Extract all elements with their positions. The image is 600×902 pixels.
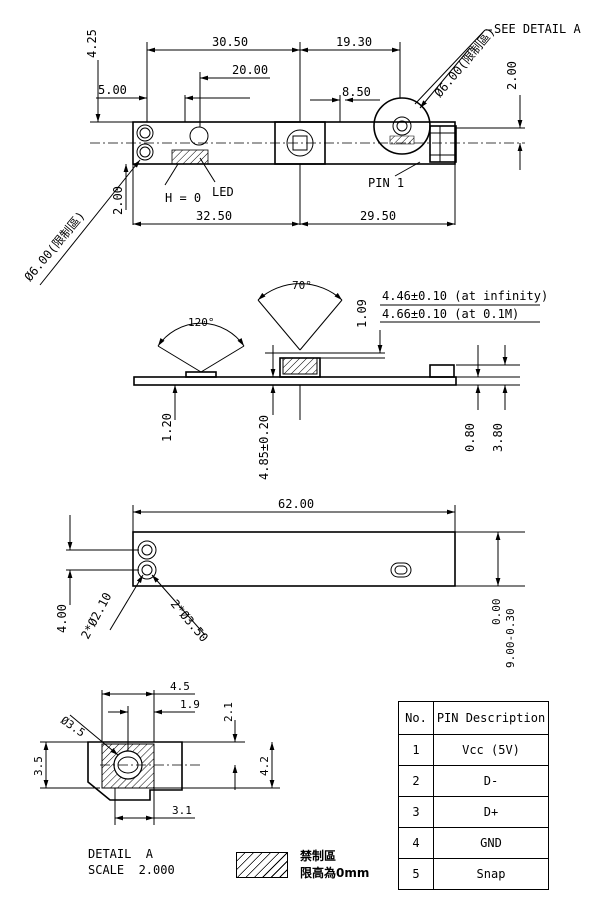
detail-a-scale: SCALE 2.000 (88, 863, 175, 877)
dim-3-5: 3.5 (32, 756, 45, 776)
dim-8-50: 8.50 (342, 85, 371, 99)
table-row: 4 GND (398, 827, 549, 859)
table-row: 2 D- (398, 765, 549, 797)
bottom-hole-upper (137, 540, 157, 560)
top-view: 30.50 19.30 20.00 5.00 8.50 4.25 2.00 2.… (22, 22, 581, 286)
see-detail-label: SEE DETAIL A (494, 22, 581, 36)
table-row: 5 Snap (398, 858, 549, 890)
angle-120: 120° (188, 316, 215, 329)
h0-label: H = 0 (165, 191, 201, 205)
hole-large-label: 2*Ø3.50 (168, 597, 211, 645)
dim-4-85: 4.85±0.20 (257, 415, 271, 480)
dim-62-00: 62.00 (278, 497, 314, 511)
dim-2-00-right: 2.00 (505, 61, 519, 90)
pin-desc: D+ (433, 796, 549, 828)
dim-0-80: 0.80 (463, 423, 477, 452)
legend-line-1: 禁制區 (300, 849, 337, 863)
connector (429, 125, 457, 163)
pin-no: 1 (398, 734, 434, 766)
pin-no: 4 (398, 827, 434, 859)
detail-a-caption: DETAIL A SCALE 2.000 (88, 846, 175, 878)
bottom-slot (390, 562, 412, 578)
legend-line-2: 限高為0mm (300, 866, 370, 880)
dim-4-00: 4.00 (55, 604, 69, 633)
pin-no: 2 (398, 765, 434, 797)
pin1-label: PIN 1 (368, 176, 404, 190)
dim-32-50: 32.50 (196, 209, 232, 223)
side-view: 70° 120° 1.09 4.46±0.10 (at infinity) 4.… (133, 279, 548, 480)
pin-desc: D- (433, 765, 549, 797)
detail-a-view: 4.5 1.9 Ø3.5 2.1 3.5 4.2 3.1 (32, 680, 280, 825)
pin-desc: GND (433, 827, 549, 859)
legend-text: 禁制區 限高為0mm (300, 848, 369, 882)
dim-3-1: 3.1 (172, 804, 192, 817)
focus-infinity: 4.46±0.10 (at infinity) (382, 289, 548, 303)
dim-0-00: 0.00 (490, 599, 503, 626)
dim-5-00: 5.00 (98, 83, 127, 97)
bottom-board (132, 531, 456, 587)
header-description: PIN Description (433, 701, 549, 735)
table-row: 1 Vcc (5V) (398, 734, 549, 766)
top-hole-upper (136, 124, 154, 142)
dim-1-9: 1.9 (180, 698, 200, 711)
dim-3-80: 3.80 (491, 423, 505, 452)
pin-table: No. PIN Description 1 Vcc (5V) 2 D- 3 D+… (398, 701, 549, 890)
hole-small-label: 2*Ø2.10 (78, 590, 114, 641)
focus-0-1m: 4.66±0.10 (at 0.1M) (382, 307, 519, 321)
dim-4-25: 4.25 (85, 29, 99, 58)
pin-desc: Snap (433, 858, 549, 890)
led-circle (189, 126, 209, 146)
pin-table-header: No. PIN Description (398, 701, 549, 735)
table-row: 3 D+ (398, 796, 549, 828)
dim-1-20: 1.20 (160, 413, 174, 442)
phi-left-label: Ø6.00(限制區) (22, 209, 88, 284)
bottom-view: 62.00 4.00 2*Ø2.10 2*Ø3.50 0.00 9.00-0.3… (55, 497, 525, 668)
dim-phi-3-5: Ø3.5 (58, 714, 87, 740)
camera-module (274, 121, 326, 165)
top-hole-lower (136, 143, 154, 161)
angle-70: 70° (292, 279, 312, 292)
side-board (133, 376, 457, 386)
dim-4-2: 4.2 (258, 756, 271, 776)
side-lens (282, 357, 318, 375)
pin-no: 5 (398, 858, 434, 890)
dim-2-00-left: 2.00 (111, 186, 125, 215)
dim-20-00: 20.00 (232, 63, 268, 77)
led-label: LED (212, 185, 234, 199)
dim-1-09: 1.09 (355, 299, 369, 328)
detail-a-title: DETAIL A (88, 847, 154, 861)
pin-no: 3 (398, 796, 434, 828)
pin-desc: Vcc (5V) (433, 734, 549, 766)
dim-4-5: 4.5 (170, 680, 190, 693)
dim-9-00-tol: 9.00-0.30 (504, 608, 517, 668)
dim-19-30: 19.30 (336, 35, 372, 49)
dim-30-50: 30.50 (212, 35, 248, 49)
legend-hatch-swatch (236, 852, 288, 878)
detail-a-outline (87, 741, 183, 801)
header-no: No. (398, 701, 434, 735)
phi-right-label: Ø6.00(限制區) (432, 25, 498, 100)
led-hatch (171, 149, 209, 165)
dim-29-50: 29.50 (360, 209, 396, 223)
dim-2-1: 2.1 (222, 702, 235, 722)
